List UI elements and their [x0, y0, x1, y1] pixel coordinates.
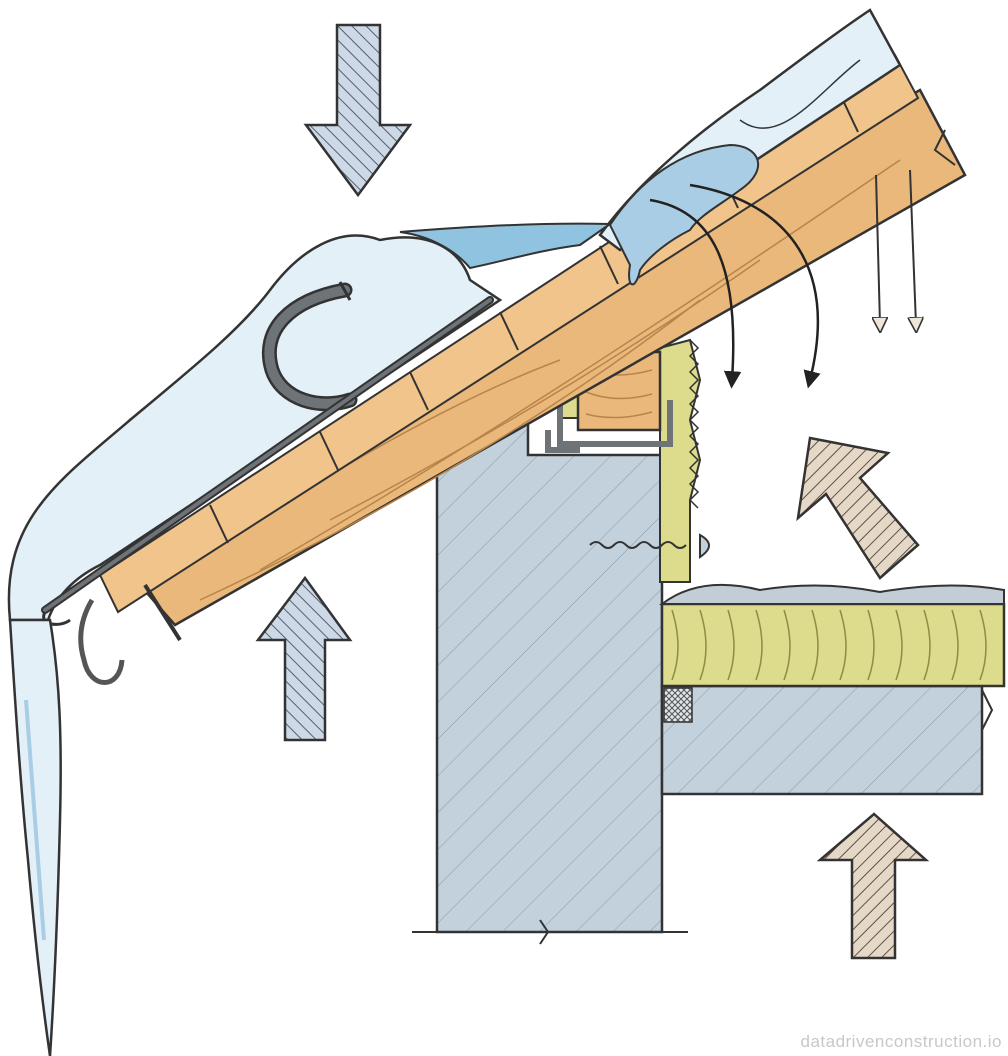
cold-air-arrow-up: [255, 575, 353, 742]
gutter-hook-icon: [261, 281, 358, 412]
warm-air-arrow-up: [816, 812, 930, 960]
heat-loss-arrows: [876, 169, 916, 325]
cold-air-arrow-down: [303, 23, 413, 198]
concrete-wall: [412, 418, 688, 945]
watermark: datadrivenconstruction.io: [800, 1032, 1002, 1051]
floor-insulation: [659, 583, 1006, 688]
warm-air-arrow-diagonal: [796, 436, 920, 580]
heat-flow-arrows: [649, 183, 821, 389]
meltwater-pool: [399, 222, 614, 270]
floor-slab: [660, 684, 994, 796]
icicle-icon: [8, 618, 62, 1056]
ice-dam: [608, 143, 760, 286]
nail: [589, 533, 710, 559]
